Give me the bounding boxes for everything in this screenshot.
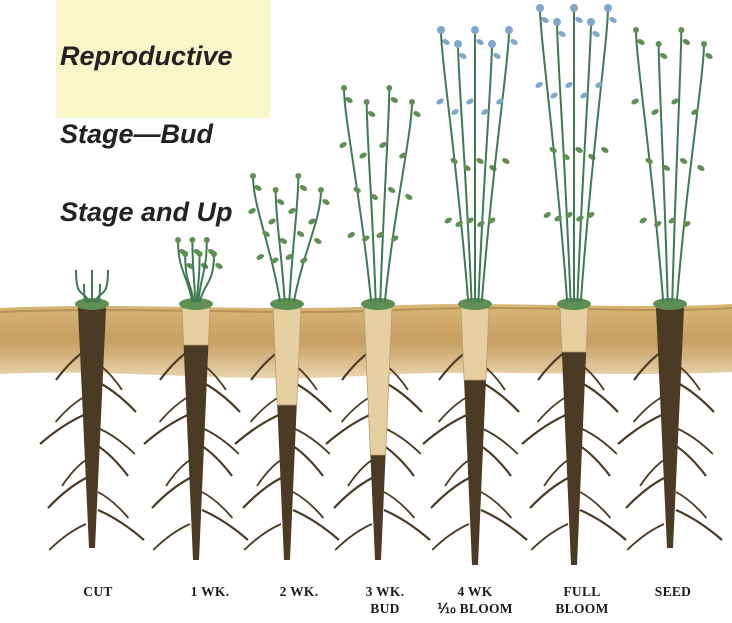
plant-full bbox=[522, 4, 626, 565]
stems bbox=[338, 85, 421, 302]
taproot-depleted-zone bbox=[364, 308, 392, 455]
stems bbox=[630, 27, 713, 302]
crown bbox=[361, 298, 395, 310]
taproot-depleted-zone bbox=[273, 308, 301, 405]
crown bbox=[270, 298, 304, 310]
plant-1wk bbox=[144, 237, 248, 560]
taproot-depleted-zone bbox=[182, 308, 210, 345]
stems bbox=[76, 270, 108, 302]
diagram-title: Reproductive Stage—Bud Stage and Up bbox=[60, 0, 280, 232]
taproot-depleted-zone bbox=[461, 308, 489, 380]
title-line-1: Reproductive bbox=[60, 41, 233, 71]
stems bbox=[534, 4, 617, 302]
title-line-3: Stage and Up bbox=[60, 197, 233, 227]
stems bbox=[175, 237, 224, 302]
taproot-depleted-zone bbox=[560, 308, 588, 352]
crown bbox=[653, 298, 687, 310]
title-line-2: Stage—Bud bbox=[60, 119, 213, 149]
stage-label-seed: SEED bbox=[618, 583, 728, 600]
stems bbox=[435, 26, 518, 302]
plant-seed bbox=[618, 27, 722, 550]
stage-label-cut: CUT bbox=[43, 583, 153, 600]
taproot bbox=[182, 308, 210, 560]
plant-4wk bbox=[423, 26, 527, 565]
